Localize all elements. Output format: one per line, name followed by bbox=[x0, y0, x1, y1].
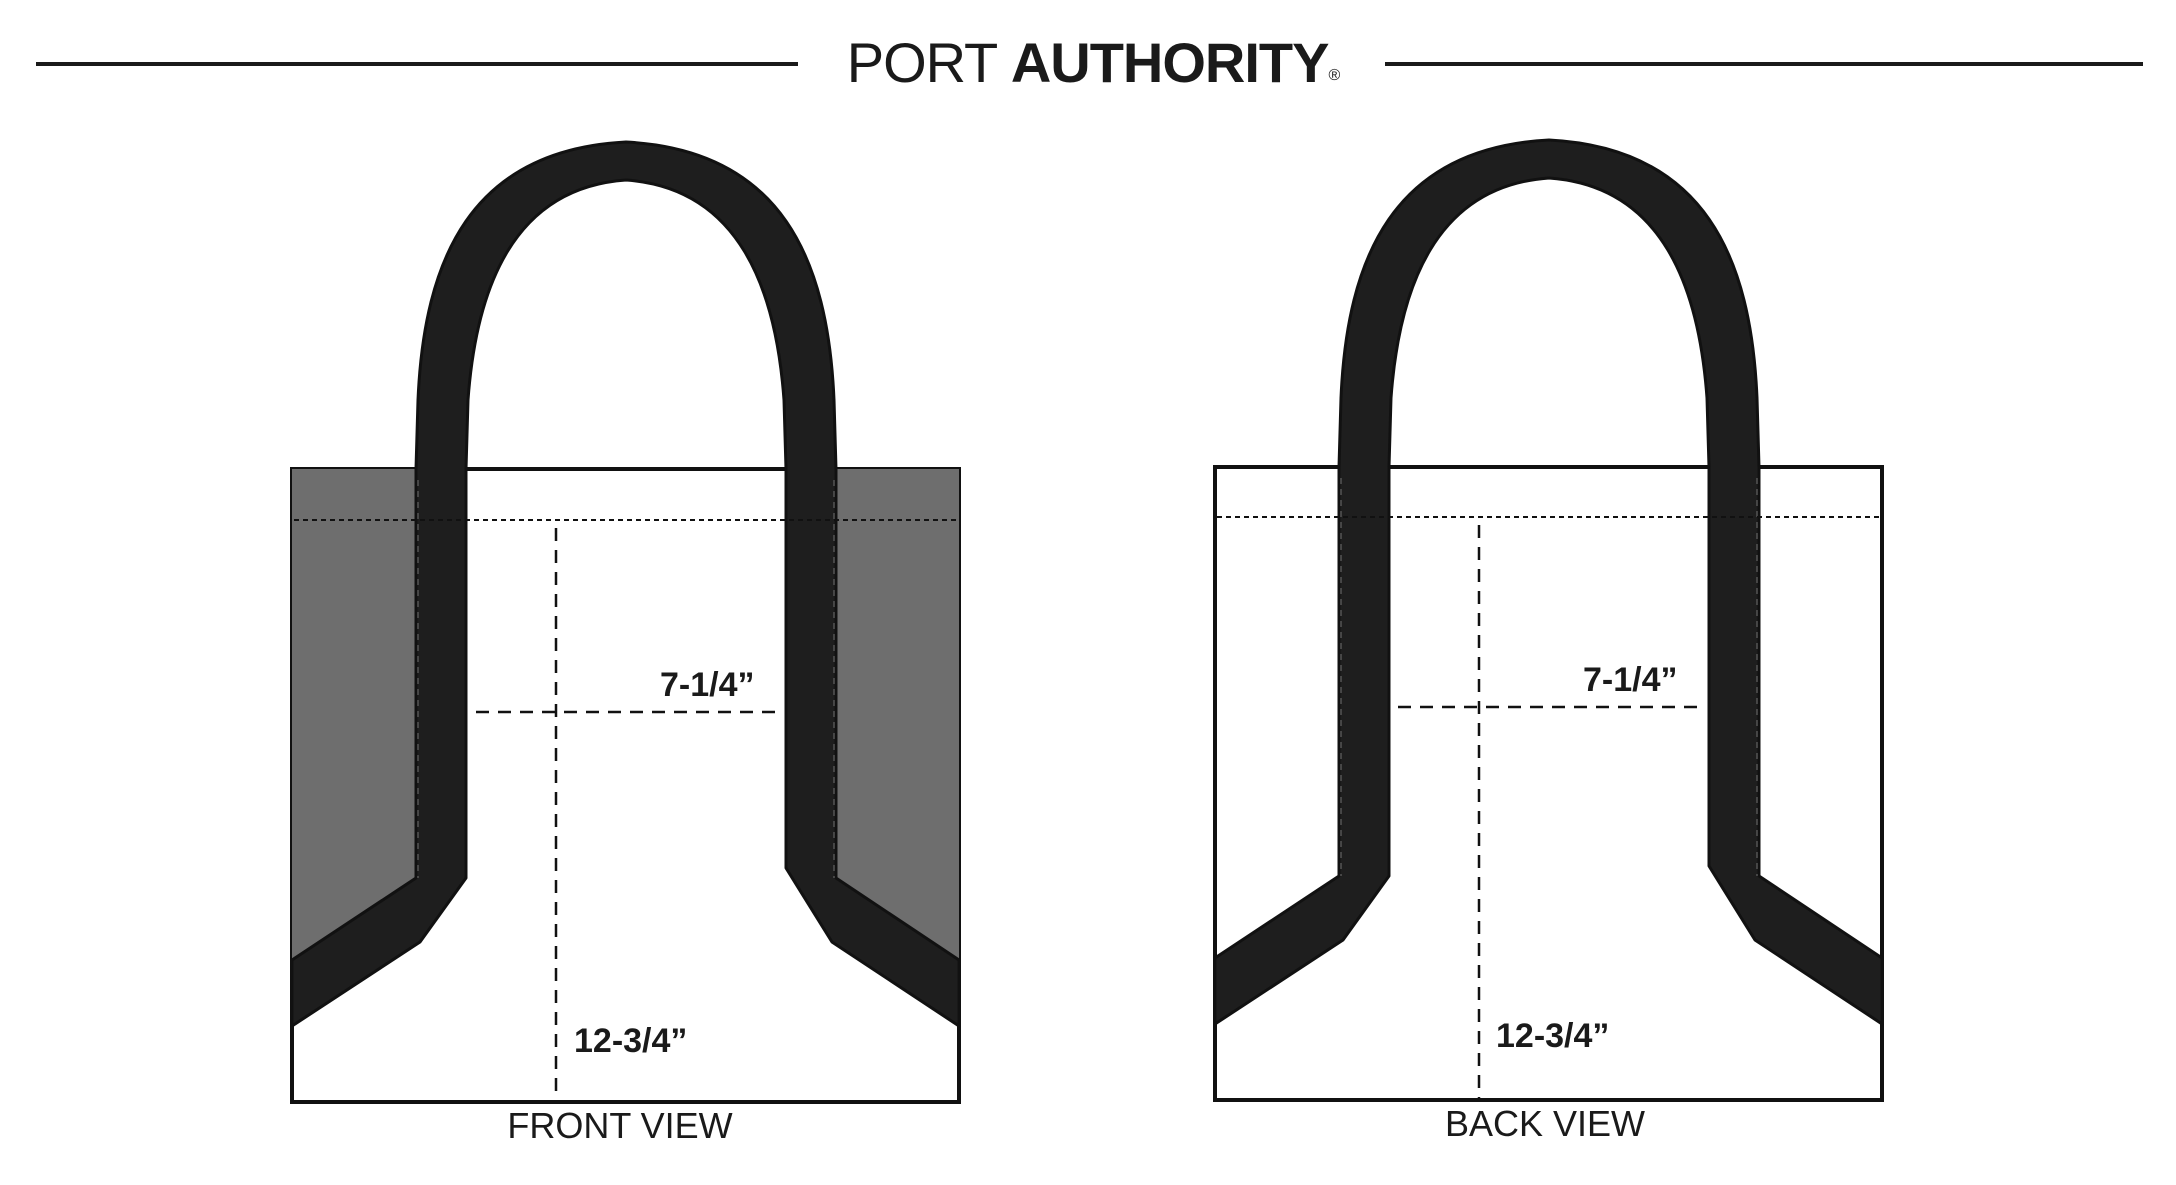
front-side-panel-right bbox=[836, 469, 959, 960]
back-strap bbox=[1213, 138, 1884, 1026]
back-height-label: 12-3/4” bbox=[1496, 1017, 1609, 1055]
registered-mark: ® bbox=[1328, 67, 1340, 84]
front-width-label: 7-1/4” bbox=[660, 666, 755, 704]
front-side-panel-left bbox=[292, 469, 416, 960]
back-view-label: BACK VIEW bbox=[1445, 1103, 1645, 1144]
back-view: 7-1/4” 12-3/4” BACK VIEW bbox=[1213, 138, 1884, 1144]
front-view: 7-1/4” 12-3/4” FRONT VIEW bbox=[290, 140, 961, 1146]
brand-header: PORT AUTHORITY® bbox=[0, 28, 2176, 98]
header-rule-left bbox=[36, 62, 798, 66]
back-bag-body bbox=[1213, 465, 1884, 1102]
port-authority-logo: PORT AUTHORITY® bbox=[826, 30, 1360, 109]
logo-word-port: PORT bbox=[846, 31, 998, 94]
back-width-label: 7-1/4” bbox=[1583, 661, 1678, 699]
logo-word-authority: AUTHORITY bbox=[1010, 31, 1330, 94]
front-height-label: 12-3/4” bbox=[574, 1022, 687, 1060]
front-view-label: FRONT VIEW bbox=[507, 1105, 732, 1146]
header-rule-right bbox=[1385, 62, 2143, 66]
front-strap bbox=[290, 140, 961, 1028]
